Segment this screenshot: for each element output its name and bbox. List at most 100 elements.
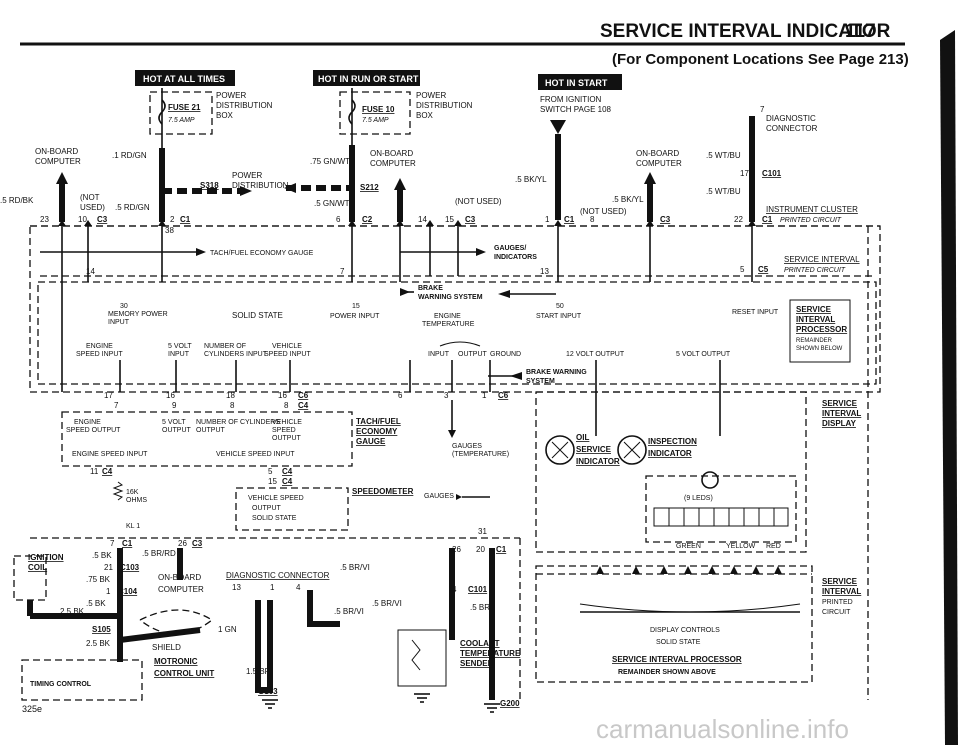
- svc-proc-l5: SHOWN BELOW: [796, 346, 843, 352]
- processor-box: [37, 281, 877, 385]
- brake-warn-l1: BRAKE WARNING: [526, 369, 587, 376]
- tach-e: NUMBER OF CYLINDERS: [196, 419, 280, 426]
- wire-label-gnwt-75: .75 GN/WT: [310, 157, 350, 166]
- badge-hot-run-start: [313, 70, 420, 86]
- pin-15-proc: 15: [352, 303, 360, 310]
- resistor-value: 16K: [126, 489, 139, 496]
- ignition-coil-l2: COIL: [28, 563, 47, 572]
- wire-label-bk-25: 2.5 BK: [60, 607, 85, 616]
- num-cyl-l1: NUMBER OF: [204, 343, 246, 350]
- tach-d: OUTPUT: [162, 427, 192, 434]
- pin-1-diag: 1: [270, 583, 275, 592]
- printed-circuit-label: PRINTED CIRCUIT: [780, 217, 842, 224]
- inspection-l2: INDICATOR: [648, 449, 692, 458]
- tach-f: OUTPUT: [196, 427, 226, 434]
- splice-s212: S212: [360, 183, 379, 192]
- oil-service-l2: SERVICE: [576, 445, 612, 454]
- svc-display-l2: INTERVAL: [822, 409, 861, 418]
- tach-a: ENGINE: [74, 419, 101, 426]
- engine-speed-l2: SPEED INPUT: [76, 351, 123, 358]
- pin-15-c4: 15: [268, 477, 277, 486]
- memory-power-input: INPUT: [108, 319, 130, 326]
- conn-c1-far: C1: [762, 215, 773, 224]
- pdb-left-l1: POWER: [216, 91, 246, 100]
- brake-label-2: WARNING SYSTEM: [418, 294, 483, 301]
- pin-8-right: 8: [590, 215, 595, 224]
- pin-6-c2: 6: [336, 215, 341, 224]
- pin-4-diag: 4: [296, 583, 301, 592]
- gauges-temp-l1: GAUGES: [452, 443, 482, 450]
- display-ctrl-l2: SOLID STATE: [656, 639, 701, 646]
- conn-c1-right: C1: [564, 215, 575, 224]
- pin-5-c4: 5: [268, 467, 273, 476]
- speedo-a: VEHICLE SPEED: [248, 495, 304, 502]
- pin-8-c4: 8: [284, 401, 289, 410]
- pin-16-c6: 16: [278, 391, 287, 400]
- speedometer-title: SPEEDOMETER: [352, 487, 414, 496]
- pin-7-low: 7: [114, 401, 119, 410]
- motronic-l2: CONTROL UNIT: [154, 669, 214, 678]
- fuse-21-rating: 7.5 AMP: [168, 117, 195, 124]
- onboard-right-arrow: [644, 172, 656, 184]
- tach-arrow: [196, 248, 206, 256]
- onboard-right-l2: COMPUTER: [636, 159, 682, 168]
- wire-label-gnwt-5: .5 GN/WT: [314, 199, 350, 208]
- resistor-unit: OHMS: [126, 497, 147, 504]
- onboard-left-l2: COMPUTER: [35, 157, 81, 166]
- page-subtitle: (For Component Locations See Page 213): [612, 51, 909, 68]
- watermark: carmanualsonline.info: [596, 714, 849, 744]
- engine-speed-l1: ENGINE: [86, 343, 113, 350]
- twelve-volt-label: 12 VOLT OUTPUT: [566, 351, 625, 358]
- brake-warn-l2: SYSTEM: [526, 378, 555, 385]
- tach-h: SPEED: [272, 427, 296, 434]
- gauge-temp-arrow: [448, 430, 456, 438]
- svc-proc-bottom-l1: SERVICE INTERVAL PROCESSOR: [612, 655, 742, 664]
- shield-loop: [139, 609, 214, 635]
- oil-service-lamp-icon: [545, 435, 575, 465]
- badge-hot-start-text: HOT IN START: [545, 78, 608, 88]
- wire-label-bkyl: .5 BK/YL: [515, 175, 547, 184]
- pin-7-diag: 7: [760, 105, 765, 114]
- tach-b: SPEED OUTPUT: [66, 427, 121, 434]
- pin-38: 38: [165, 226, 174, 235]
- pin-1-c1: 1: [545, 215, 550, 224]
- svc-proc-l3: PROCESSOR: [796, 325, 847, 334]
- svc-proc-bottom-l2: REMAINDER SHOWN ABOVE: [618, 669, 716, 676]
- onboard-right-l1: ON-BOARD: [636, 149, 679, 158]
- pin-6-low: 6: [398, 391, 403, 400]
- svc-connector-pins: [596, 566, 782, 574]
- shield-label: SHIELD: [152, 643, 181, 652]
- ground-g103-icon: [262, 699, 278, 709]
- note-not-used-mid: (NOT USED): [455, 197, 502, 206]
- badge-hot-start: [538, 74, 622, 90]
- svc-printed-l3: PRINTED: [822, 599, 853, 606]
- svc-printed-circuit-box: [535, 565, 813, 683]
- svc-display-l3: DISPLAY: [822, 419, 857, 428]
- pin-22: 22: [734, 215, 743, 224]
- fuse-10-rating: 7.5 AMP: [362, 117, 389, 124]
- svc-proc-l4: REMAINDER: [796, 338, 833, 344]
- conn-c1-left: C1: [180, 215, 191, 224]
- svc-printed-l2: INTERVAL: [822, 587, 861, 596]
- pin-15-mid: 15: [445, 215, 454, 224]
- conn-c2: C2: [362, 215, 373, 224]
- vehicle-speed-l2: SPEED INPUT: [264, 351, 311, 358]
- badge-hot-all-times-text: HOT AT ALL TIMES: [143, 74, 225, 84]
- pin-3-low: 3: [444, 391, 449, 400]
- ignition-feed-arrow: [550, 120, 566, 134]
- pin-11: 11: [90, 467, 99, 476]
- solid-state-label: SOLID STATE: [232, 311, 283, 320]
- inspection-l1: INSPECTION: [648, 437, 697, 446]
- pin-13: 13: [540, 267, 549, 276]
- pdb-label-l2: DISTRIBUTION: [232, 181, 289, 190]
- engine-temp-l1: ENGINE: [434, 313, 461, 320]
- wire-label-bk-75: .75 BK: [86, 575, 111, 584]
- pin-26-c3: 26: [178, 539, 187, 548]
- pdb-label-l1: POWER: [232, 171, 262, 180]
- gauges-arrow: [476, 248, 486, 256]
- conn-c3-right: C3: [660, 215, 671, 224]
- wire-label-bkyl-2: .5 BK/YL: [612, 195, 644, 204]
- tach-j: ENGINE SPEED INPUT: [72, 451, 148, 458]
- tach-title-3: GAUGE: [356, 437, 386, 446]
